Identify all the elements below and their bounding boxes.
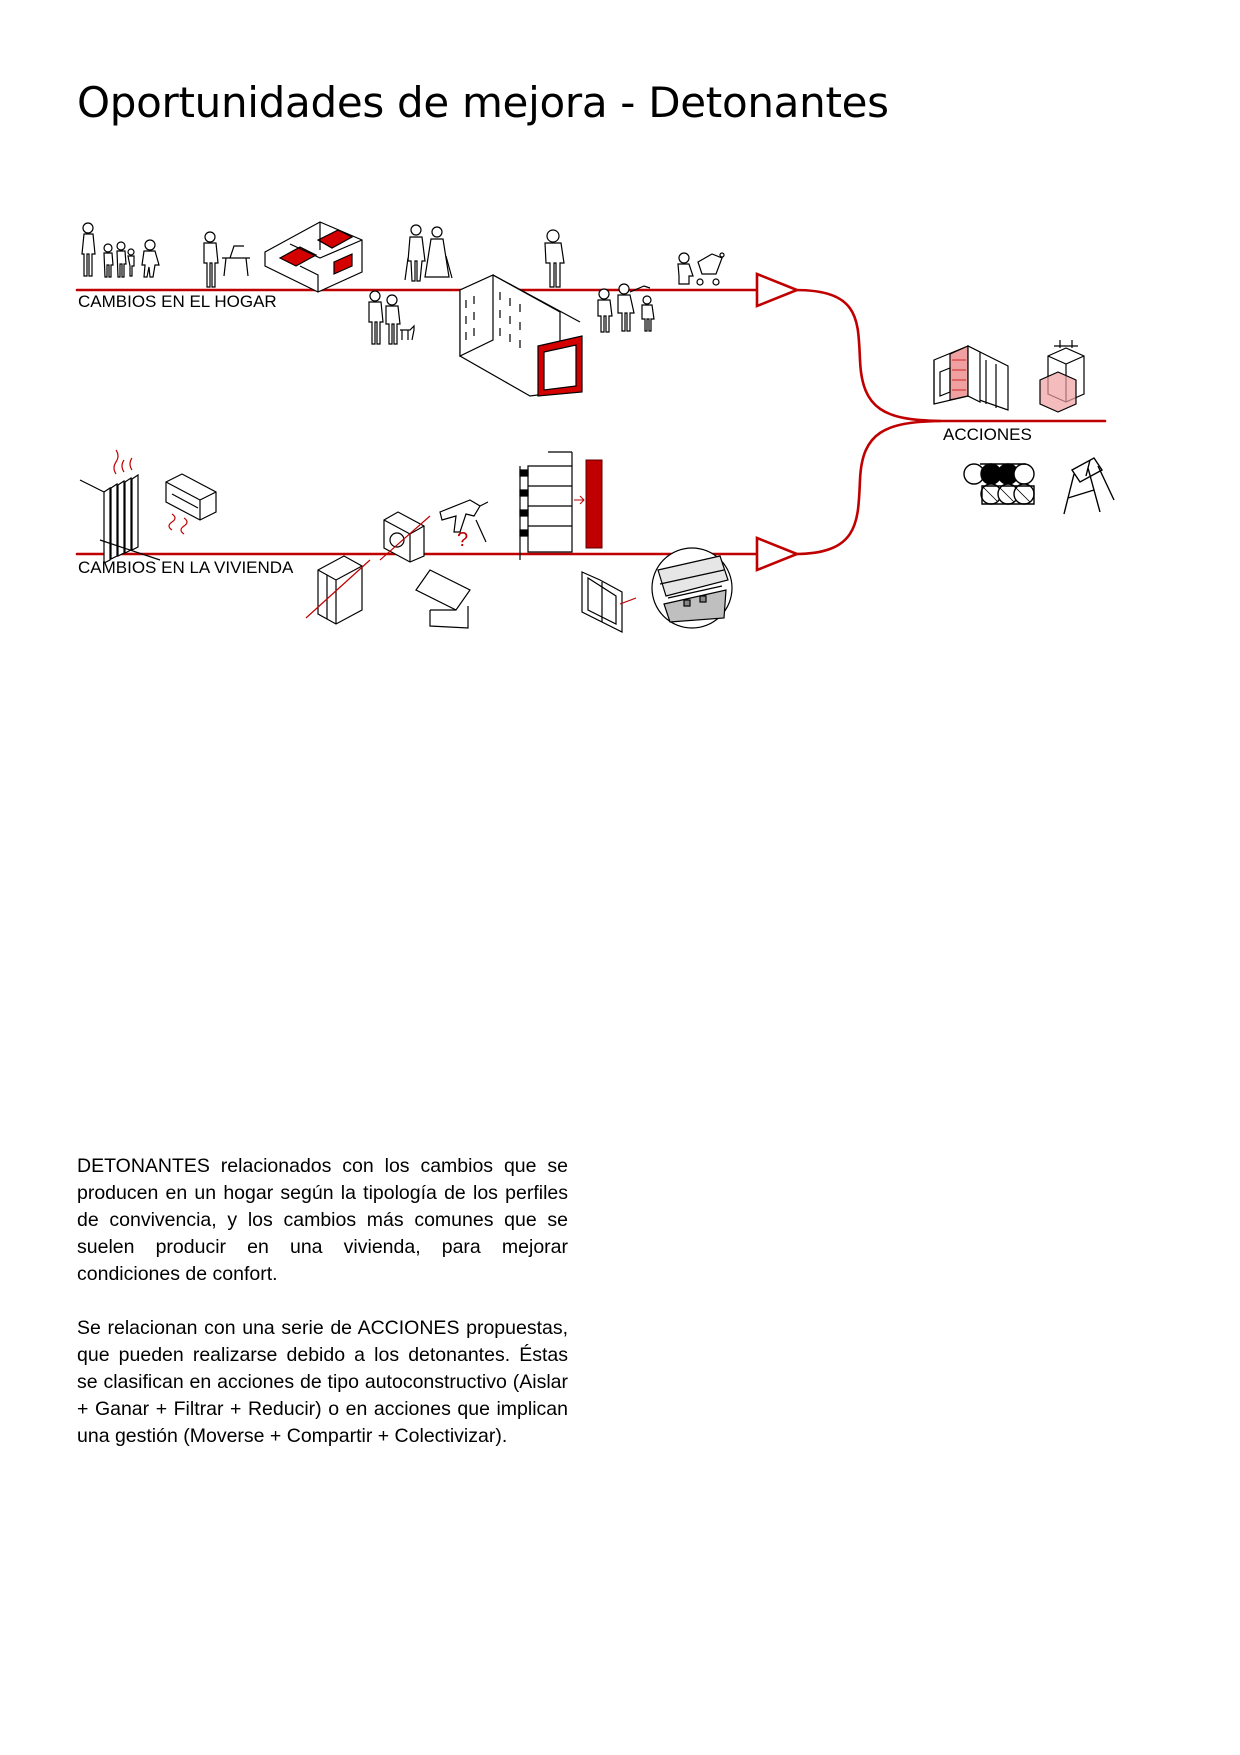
wall-insulation-icon <box>934 346 1008 410</box>
building-section-icon <box>520 452 602 560</box>
air-conditioner-icon <box>166 474 216 534</box>
body-paragraph-2: Se relacionan con una serie de ACCIONES … <box>77 1315 568 1450</box>
shared-circles-icon <box>964 464 1034 504</box>
detonantes-diagram: ? <box>0 0 1115 700</box>
elderly-couple-icon <box>405 225 452 281</box>
person-with-dog-icon <box>369 291 414 344</box>
vivienda-arrowhead <box>757 538 797 570</box>
parent-with-stroller-icon <box>678 253 724 285</box>
radiator-icon <box>80 450 160 563</box>
floor-detail-icon <box>652 548 732 628</box>
apartment-building-icon <box>460 275 582 396</box>
person-standing-icon <box>545 230 564 287</box>
module-extension-icon <box>1040 340 1084 412</box>
person-at-desk-icon <box>204 232 250 287</box>
label-cambios-vivienda: CAMBIOS EN LA VIVIENDA <box>78 558 293 578</box>
label-cambios-hogar: CAMBIOS EN EL HOGAR <box>78 292 277 312</box>
body-paragraph-1: DETONANTES relacionados con los cambios … <box>77 1153 568 1288</box>
window-icon <box>582 572 636 632</box>
hogar-arrowhead <box>757 274 797 306</box>
question-mark: ? <box>457 529 468 551</box>
wardrobe-icon <box>306 556 370 624</box>
awning-icon <box>416 570 470 628</box>
apartment-plan-icon <box>265 222 362 292</box>
family-group-icon <box>82 223 159 277</box>
vivienda-curve <box>795 421 940 554</box>
label-acciones: ACCIONES <box>943 425 1032 445</box>
folding-chair-icon <box>1064 458 1114 514</box>
